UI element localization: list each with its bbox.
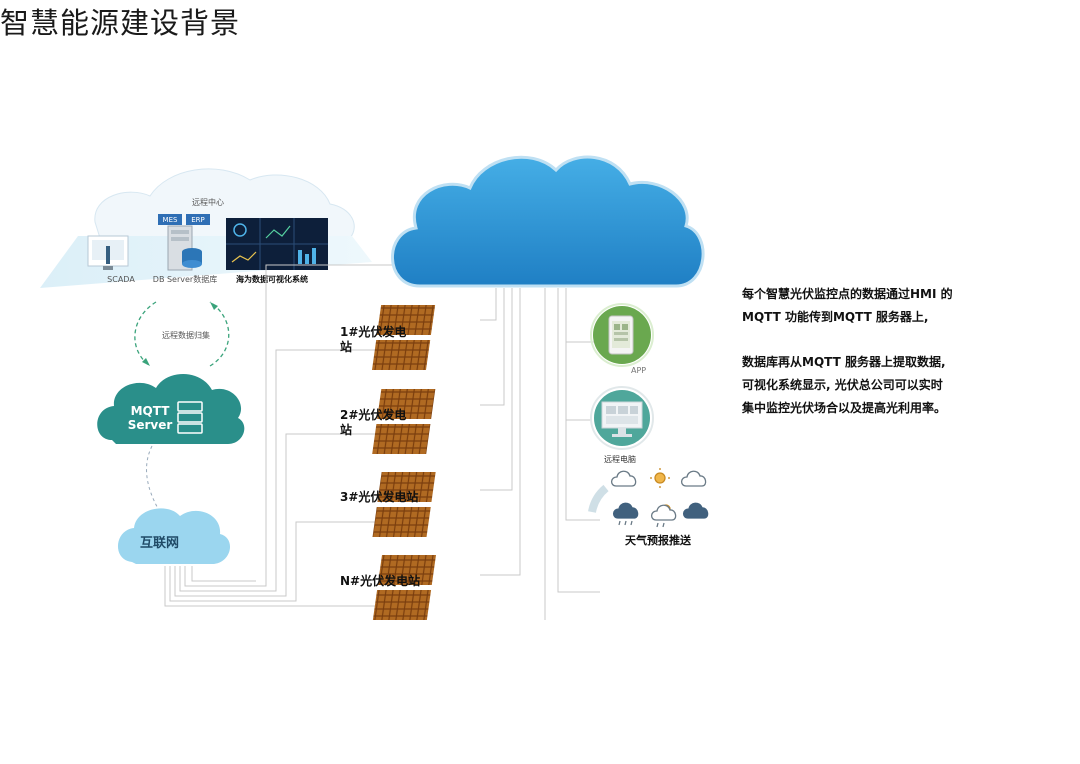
weather-label: 天气预报推送 — [625, 532, 691, 548]
erp-label: ERP — [191, 216, 205, 224]
visualization-system-label: 海为数据可视化系统 — [236, 274, 308, 284]
description-text: 每个智慧光伏监控点的数据通过HMI 的 MQTT 功能传到MQTT 服务器上, … — [742, 283, 1042, 442]
sun-icon — [650, 468, 670, 488]
cloudy-icon — [682, 471, 706, 486]
scada-label: SCADA — [107, 275, 135, 284]
sync-arrow-head-right — [210, 302, 218, 310]
weather-ring — [592, 488, 606, 512]
station-3-label: 3#光伏发电站 — [340, 490, 430, 505]
remote-center-group: 远程中心 MES ERP SCADA DB Server数据库 海为数据可视化系… — [40, 169, 372, 288]
station-1-label: 1#光伏发电站 — [340, 325, 420, 355]
scada-icon — [88, 236, 128, 270]
mqtt-internet-link — [147, 446, 160, 512]
partly-cloudy-rain-icon — [652, 505, 676, 527]
mqtt-label-line1: MQTT — [118, 404, 182, 418]
remote-center-label: 远程中心 — [192, 197, 224, 207]
storm-cloud-icon — [684, 503, 708, 518]
main-cloud — [392, 157, 703, 286]
solar-panel — [373, 590, 431, 620]
weather-icons — [612, 468, 708, 527]
mes-label: MES — [163, 216, 178, 224]
remote-pc-icon — [591, 387, 653, 449]
remote-collect-label: 远程数据归集 — [162, 330, 210, 340]
remote-pc-label: 远程电脑 — [604, 454, 636, 465]
description-para-1: 每个智慧光伏监控点的数据通过HMI 的 MQTT 功能传到MQTT 服务器上, — [742, 283, 1042, 329]
mqtt-label-line2: Server — [118, 418, 182, 432]
description-para-2: 数据库再从MQTT 服务器上提取数据, 可视化系统显示, 光伏总公司可以实时 集… — [742, 351, 1042, 420]
internet-label: 互联网 — [140, 532, 179, 551]
app-label: APP — [631, 366, 646, 375]
station-n-label: N#光伏发电站 — [340, 574, 430, 589]
rain-icon — [614, 503, 638, 525]
cloud-weather-icon — [612, 471, 636, 486]
visualization-screens-icon — [226, 218, 328, 270]
app-icon — [591, 304, 653, 366]
station-2-label: 2#光伏发电站 — [340, 408, 420, 438]
db-server-label: DB Server数据库 — [153, 274, 217, 284]
solar-panel — [373, 507, 431, 537]
